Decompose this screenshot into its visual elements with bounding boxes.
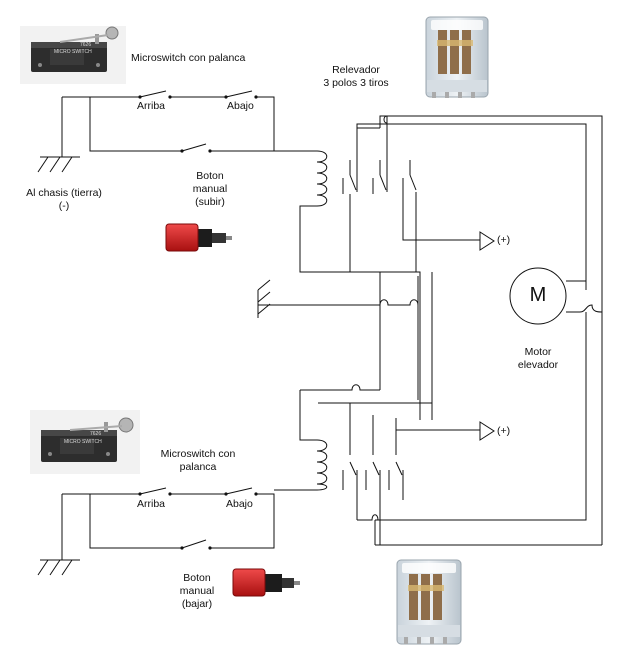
label-abajo-bottom: Abajo [226, 498, 253, 510]
motor-letter: M [529, 284, 547, 306]
label-motor-line1: Motor [524, 346, 552, 358]
label-boton-bajar-line1: Boton [183, 572, 211, 584]
label-boton-subir-line2: manual [192, 183, 228, 195]
relay-coil-top [299, 150, 380, 273]
label-plus-bottom: (+) [497, 425, 511, 437]
relay-contacts-bottom [342, 403, 602, 546]
label-arriba-bottom: Arriba [137, 498, 166, 510]
label-chassis-line1: Al chasis (tierra) [26, 187, 102, 199]
label-boton-subir: Boton manual (subir) [180, 170, 240, 209]
label-microswitch-bottom-line1: Microswitch con [160, 448, 236, 460]
label-plus-top: (+) [497, 234, 511, 246]
label-motor: Motor elevador [505, 346, 571, 372]
label-boton-subir-line1: Boton [196, 170, 224, 182]
label-relay-line1: Relevador [332, 64, 380, 76]
label-relay-top: Relevador 3 polos 3 tiros [306, 64, 406, 90]
microswitch-brand-bottom: MICRO SWITCH [64, 439, 102, 445]
label-relay-line2: 3 polos 3 tiros [323, 77, 389, 89]
button-photo-subir [165, 223, 232, 252]
label-abajo-top: Abajo [227, 100, 254, 112]
microswitch-photo-bottom [30, 410, 140, 474]
wires-top [37, 90, 317, 173]
label-microswitch-bottom: Microswitch con palanca [148, 448, 248, 474]
relay-photo-top [425, 16, 489, 98]
microswitch-code-bottom: 7626 [90, 431, 102, 437]
contact-dots [138, 95, 258, 550]
label-boton-bajar-line2: manual [179, 585, 215, 597]
label-chassis-line2: (-) [58, 200, 70, 212]
microswitch-photo-top [20, 26, 126, 84]
label-microswitch-bottom-line2: palanca [179, 461, 217, 473]
label-chassis: Al chasis (tierra) (-) [2, 187, 126, 213]
microswitch-code-top: 7626 [80, 42, 92, 48]
label-motor-line2: elevador [517, 359, 559, 371]
motor-symbol [509, 267, 567, 325]
label-boton-subir-line3: (subir) [195, 196, 225, 208]
rails [258, 115, 603, 545]
button-photo-bajar [232, 568, 300, 597]
relay-contacts-top [342, 115, 495, 272]
chassis-symbol-middle [257, 279, 271, 318]
label-boton-bajar-line3: (bajar) [181, 598, 213, 610]
label-boton-bajar: Boton manual (bajar) [167, 572, 227, 611]
relay-photo-bottom [396, 559, 462, 645]
wires-bottom [37, 487, 317, 576]
label-arriba-top: Arriba [137, 100, 166, 112]
label-microswitch-top: Microswitch con palanca [131, 52, 246, 64]
relay-coil-bottom [299, 384, 432, 491]
microswitch-brand-top: MICRO SWITCH [54, 49, 92, 55]
